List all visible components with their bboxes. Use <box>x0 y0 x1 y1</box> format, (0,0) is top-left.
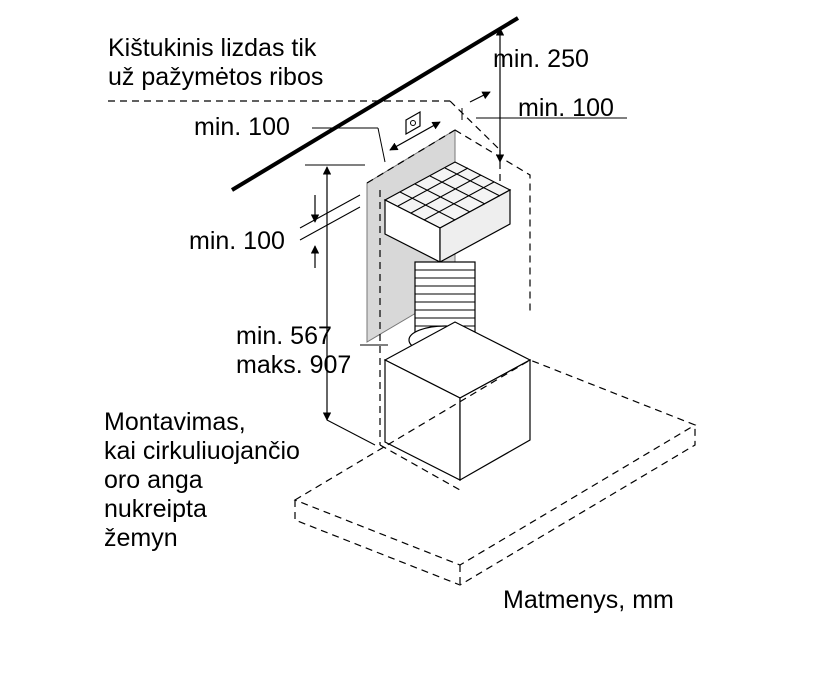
top-clearance-label: min. 250 <box>493 45 589 73</box>
dim-height-range <box>305 164 388 446</box>
dim-vertical-gap <box>299 194 361 268</box>
hood-canopy-outline <box>293 359 697 586</box>
ceiling-line <box>230 16 520 192</box>
left-clearance-label: min. 100 <box>194 113 290 141</box>
mounting-note-line5: žemyn <box>104 524 178 552</box>
right-clearance-label: min. 100 <box>518 94 614 122</box>
socket-icon <box>405 110 421 136</box>
vertical-gap-label: min. 100 <box>189 227 285 255</box>
dim-left-clearance <box>312 121 441 163</box>
mounting-note-line3: oro anga <box>104 466 203 494</box>
mounting-note-line2: kai cirkuliuojančio <box>104 437 300 465</box>
units-note: Matmenys, mm <box>503 586 674 614</box>
dim-right-clearance <box>461 91 627 120</box>
socket-note-line1: Kištukinis lizdas tik <box>108 34 317 62</box>
lower-chimney <box>383 321 532 482</box>
mounting-note-line4: nukreipta <box>104 495 207 523</box>
mounting-note-line1: Montavimas, <box>104 408 246 436</box>
height-min-label: min. 567 <box>236 322 332 350</box>
socket-note-line2: už pažymėtos ribos <box>108 63 324 91</box>
height-max-label: maks. 907 <box>236 351 352 379</box>
